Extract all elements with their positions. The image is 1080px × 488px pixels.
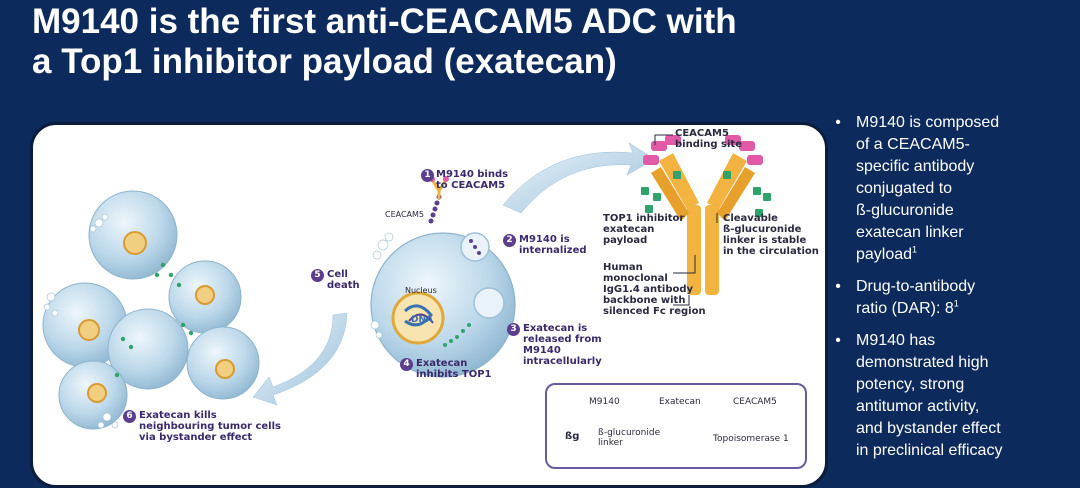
title-line-1: M9140 is the first anti-CEACAM5 ADC with xyxy=(32,2,737,41)
antibody-illustration xyxy=(641,134,771,306)
legend-exatecan: Exatecan xyxy=(659,397,701,407)
legend-ceacam5: CEACAM5 xyxy=(733,397,777,407)
bullet-icon: • xyxy=(835,114,841,131)
bullet-potency: • M9140 has demonstrated high potency, s… xyxy=(832,330,1072,462)
bullet-icon: • xyxy=(835,332,841,349)
step-3-badge: 3 xyxy=(507,323,520,336)
dna-label: DNA xyxy=(411,315,433,325)
payload-label: TOP1 inhibitor exatecan payload xyxy=(603,213,685,246)
tumor-cell-cluster xyxy=(42,190,260,430)
step-6-badge: 6 xyxy=(123,410,136,423)
bullet-icon: • xyxy=(835,278,841,295)
step-2-badge: 2 xyxy=(503,234,516,247)
binding-site-label: CEACAM5 binding site xyxy=(675,128,742,150)
legend-topoisomerase: Topoisomerase 1 xyxy=(713,434,789,444)
bullet-dar: • Drug-to-antibody ratio (DAR): 81 xyxy=(832,276,1072,320)
main-tumor-cell xyxy=(370,176,516,378)
step-1-badge: 1 xyxy=(421,169,434,182)
ceacam5-label: CEACAM5 xyxy=(385,210,425,219)
legend-linker: ß-glucuronide linker xyxy=(598,428,661,448)
slide-title: M9140 is the first anti-CEACAM5 ADC with… xyxy=(32,2,812,82)
step-5-badge: 5 xyxy=(311,269,324,282)
nucleus-label: Nucleus xyxy=(405,286,437,295)
linker-label: Cleavable ß-glucuronide linker is stable… xyxy=(723,213,819,257)
legend-linker-symbol: ßg xyxy=(565,431,580,442)
legend-top1-badge: TOP1 xyxy=(685,435,706,443)
title-line-2: a Top1 inhibitor payload (exatecan) xyxy=(32,42,617,81)
bullet-composition: • M9140 is composed of a CEACAM5- specif… xyxy=(832,112,1072,266)
arrow-to-antibody xyxy=(502,142,656,214)
legend-box xyxy=(545,383,807,469)
key-points-list: • M9140 is composed of a CEACAM5- specif… xyxy=(832,112,1072,472)
legend-m9140: M9140 xyxy=(589,397,620,407)
arrow-to-bystander xyxy=(252,312,348,406)
backbone-label: Human monoclonal IgG1.4 antibody backbon… xyxy=(603,262,706,317)
step-4-badge: 4 xyxy=(400,358,413,371)
